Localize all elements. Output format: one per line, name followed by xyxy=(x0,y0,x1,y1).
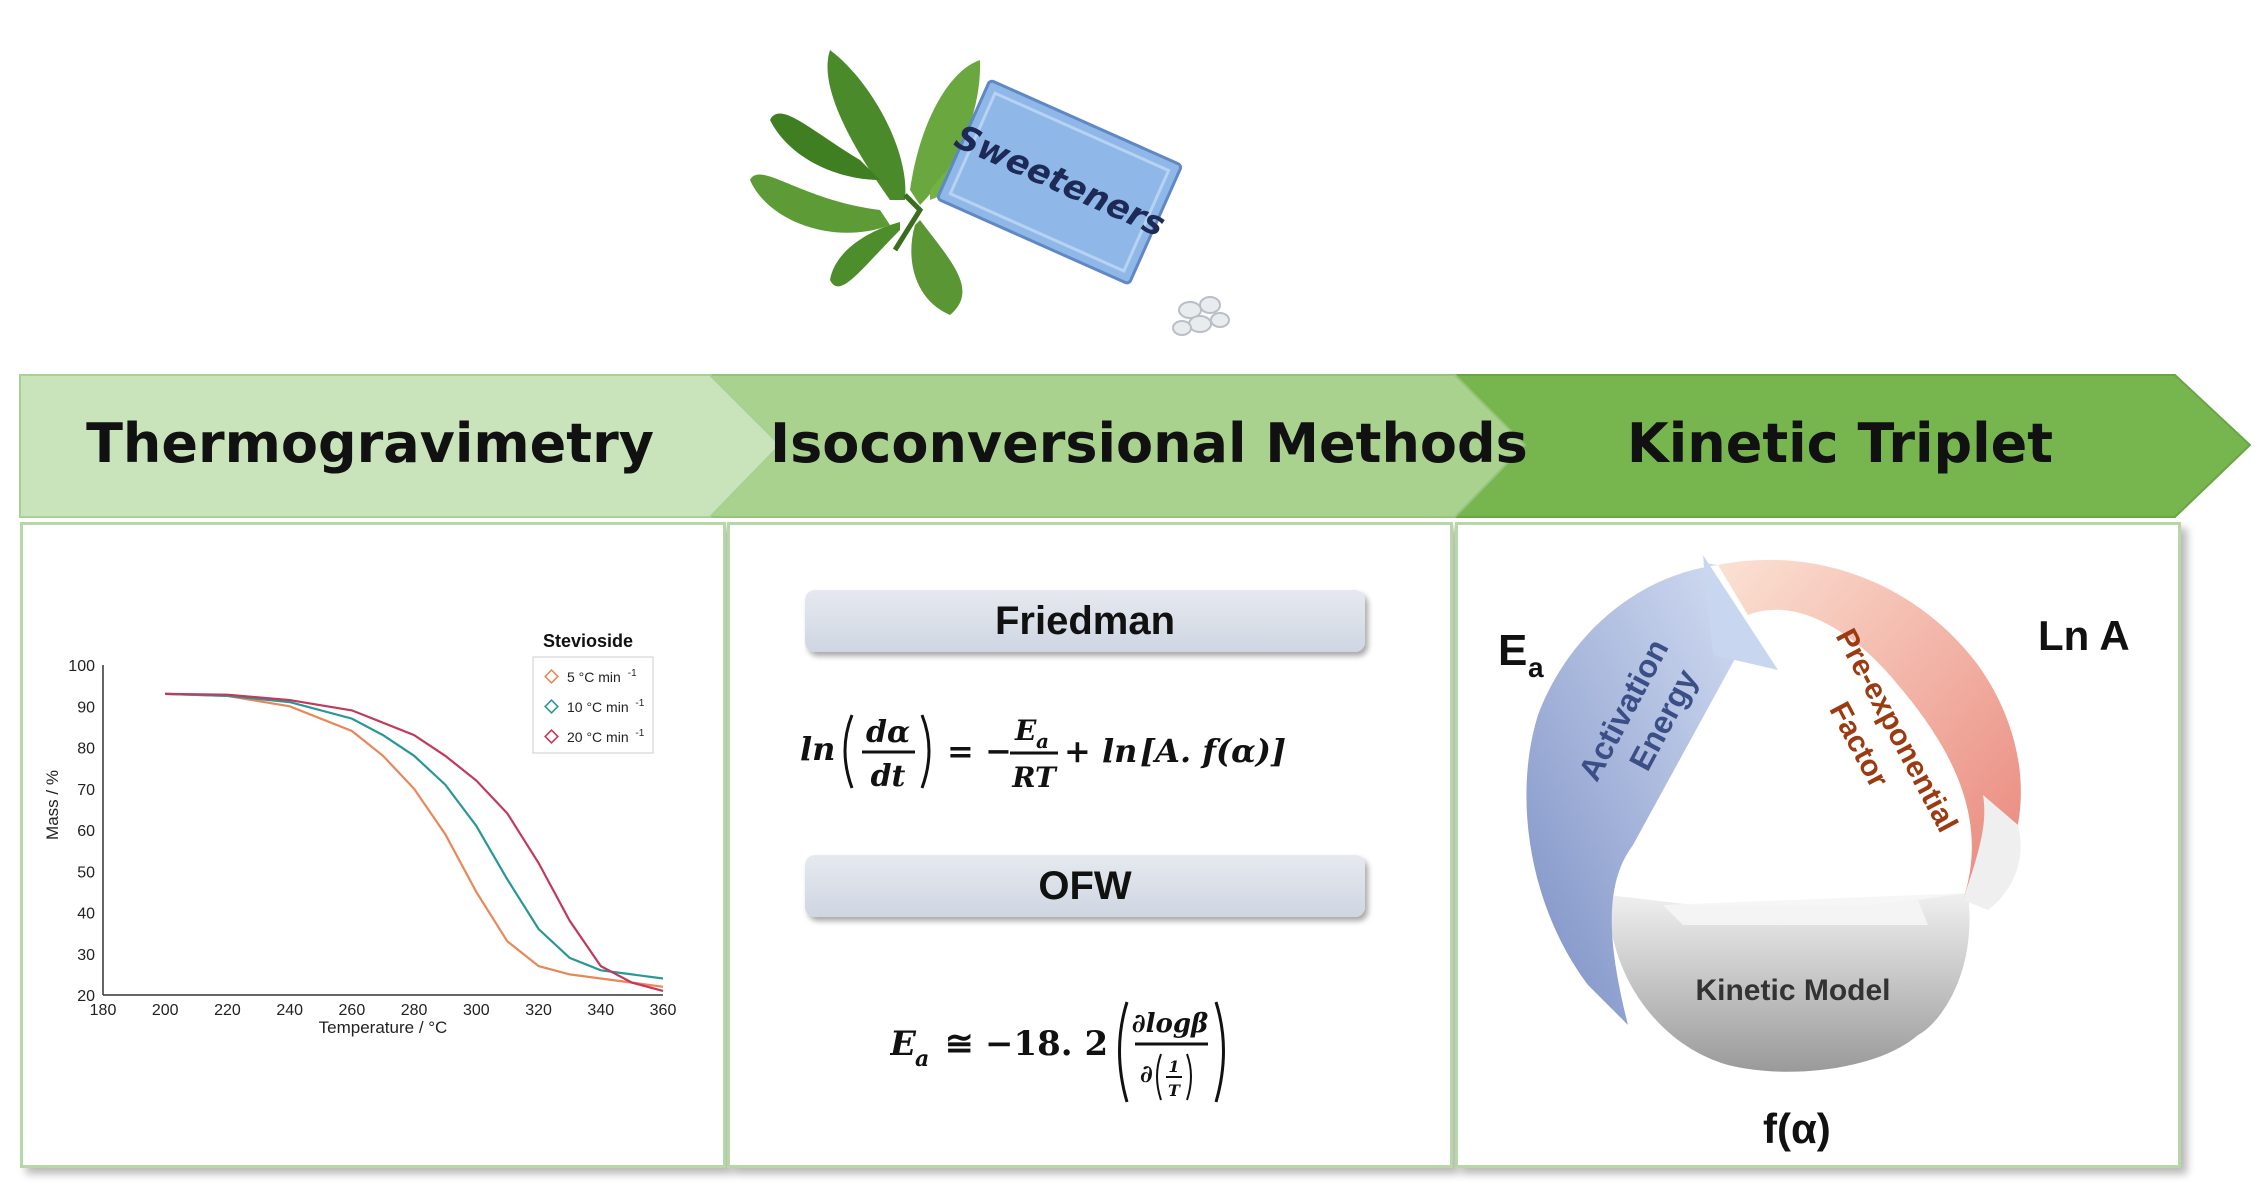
y-tick-label: 40 xyxy=(77,906,95,923)
kinetic-model-band xyxy=(1608,893,1970,1072)
legend-title: Stevioside xyxy=(543,631,633,651)
legend-marker-0 xyxy=(544,669,559,684)
eq-ln-1: ln xyxy=(800,730,835,768)
eq-minus: − xyxy=(985,732,1012,770)
legend-label-1: 10 °C min xyxy=(567,699,629,715)
x-tick-label: 220 xyxy=(214,1002,241,1019)
kinetic-model-label: Kinetic Model xyxy=(1695,974,1890,1007)
legend-label-sup-1: -1 xyxy=(635,698,644,709)
y-tick-label: 60 xyxy=(77,823,95,840)
eq-ln-2: ln xyxy=(1102,732,1137,770)
activation-energy-band-shape xyxy=(1526,563,1758,1025)
ofw-label: OFW xyxy=(1038,863,1132,908)
panel-kinetic-triplet: E a Ln A f(α) Activation Energy Pre-expo… xyxy=(1455,522,2181,1168)
x-tick-label: 240 xyxy=(276,1002,303,1019)
ofw-den-T: T xyxy=(1168,1081,1181,1100)
header-thermogravimetry: Thermogravimetry xyxy=(86,412,654,475)
ofw-method-box: OFW xyxy=(805,855,1365,917)
eq-denominator: dt xyxy=(871,759,906,794)
y-tick-label: 70 xyxy=(77,782,95,799)
ea-sub-label: a xyxy=(1528,652,1544,683)
sugar-granules-icon xyxy=(1172,296,1230,336)
legend-label-sup-0: -1 xyxy=(628,668,637,679)
legend-marker-1 xyxy=(544,699,559,714)
panel-thermogravimetry: 180 200 220 240 260 280 300 320 340 360 20 30 40 50 6… xyxy=(20,522,726,1168)
kinetic-model-arrow xyxy=(1663,893,1968,925)
y-tick-label: 80 xyxy=(77,741,95,758)
x-tick-label: 200 xyxy=(152,1002,179,1019)
header-arrows xyxy=(19,374,2252,518)
friedman-equation: ln dα dt = − E a RT + ln [A. f(α)] xyxy=(800,714,1286,794)
friedman-method-box: Friedman xyxy=(805,590,1365,652)
x-tick-label: 300 xyxy=(463,1002,490,1019)
ofw-numerator: ∂logβ xyxy=(1132,1009,1209,1039)
x-tick-label: 340 xyxy=(587,1002,614,1019)
eq-equals: = xyxy=(947,732,974,770)
eq-rt: RT xyxy=(1011,761,1058,794)
preexp-band-shadow xyxy=(1963,795,2021,910)
x-tick-label: 260 xyxy=(339,1002,366,1019)
kinetic-triplet-diagram: E a Ln A f(α) Activation Energy Pre-expo… xyxy=(1498,555,2130,1152)
series-line-0 xyxy=(165,692,664,988)
header-isoconversional: Isoconversional Methods xyxy=(770,412,1528,475)
y-tick-label: 30 xyxy=(77,947,95,964)
legend-label-sup-2: -1 xyxy=(635,728,644,739)
y-axis-label: Mass / % xyxy=(43,770,62,840)
eq-ea-num: E xyxy=(1014,714,1037,747)
x-axis-label: Temperature / °C xyxy=(319,1018,448,1037)
ofw-lhs: E xyxy=(890,1024,917,1064)
activation-arrowhead xyxy=(1703,555,1778,670)
legend-label-0: 5 °C min xyxy=(567,669,621,685)
legend-label-2: 20 °C min xyxy=(567,729,629,745)
eq-numerator: dα xyxy=(866,715,910,750)
x-tick-label: 280 xyxy=(401,1002,428,1019)
y-tick-label: 90 xyxy=(77,699,95,716)
ofw-coef: −18. 2 xyxy=(985,1024,1108,1064)
falpha-label: f(α) xyxy=(1763,1105,1831,1152)
ofw-approx: ≅ xyxy=(945,1024,974,1064)
friedman-label: Friedman xyxy=(994,598,1176,643)
inner-triangle xyxy=(1668,665,1868,895)
ea-label: E xyxy=(1498,626,1527,675)
eq-plus: + xyxy=(1064,732,1091,770)
legend-marker-2 xyxy=(544,729,559,744)
x-tick-label: 320 xyxy=(525,1002,552,1019)
ofw-equation: E a ≅ −18. 2 ∂logβ ∂ 1 T xyxy=(890,1001,1225,1103)
series-line-2 xyxy=(165,692,664,992)
y-tick-label: 20 xyxy=(77,988,95,1005)
lna-label: Ln A xyxy=(2038,612,2130,659)
y-tick-label: 100 xyxy=(68,658,95,675)
sweeteners-illustration: Sweeteners xyxy=(750,50,1230,336)
eq-ea-sub: a xyxy=(1036,729,1049,753)
ofw-lhs-sub: a xyxy=(915,1046,929,1072)
eq-bracket: [A. f(α)] xyxy=(1140,732,1286,770)
header-arrow-thermogravimetry xyxy=(19,374,782,518)
tg-chart: 180 200 220 240 260 280 300 320 340 360 20 30 40 50 6… xyxy=(43,631,677,1037)
ofw-den-one: 1 xyxy=(1168,1057,1179,1076)
x-tick-label: 180 xyxy=(90,1002,117,1019)
panel-isoconversional: Friedman ln dα dt = − E a RT + ln [A. f(… xyxy=(727,522,1453,1168)
y-tick-label: 50 xyxy=(77,864,95,881)
series-line-1 xyxy=(165,692,664,980)
header-kinetic-triplet: Kinetic Triplet xyxy=(1626,412,2054,475)
legend-box xyxy=(532,656,654,754)
preexp-band xyxy=(1718,559,2021,900)
x-tick-label: 360 xyxy=(650,1002,677,1019)
ofw-den-pre: ∂ xyxy=(1140,1059,1153,1088)
